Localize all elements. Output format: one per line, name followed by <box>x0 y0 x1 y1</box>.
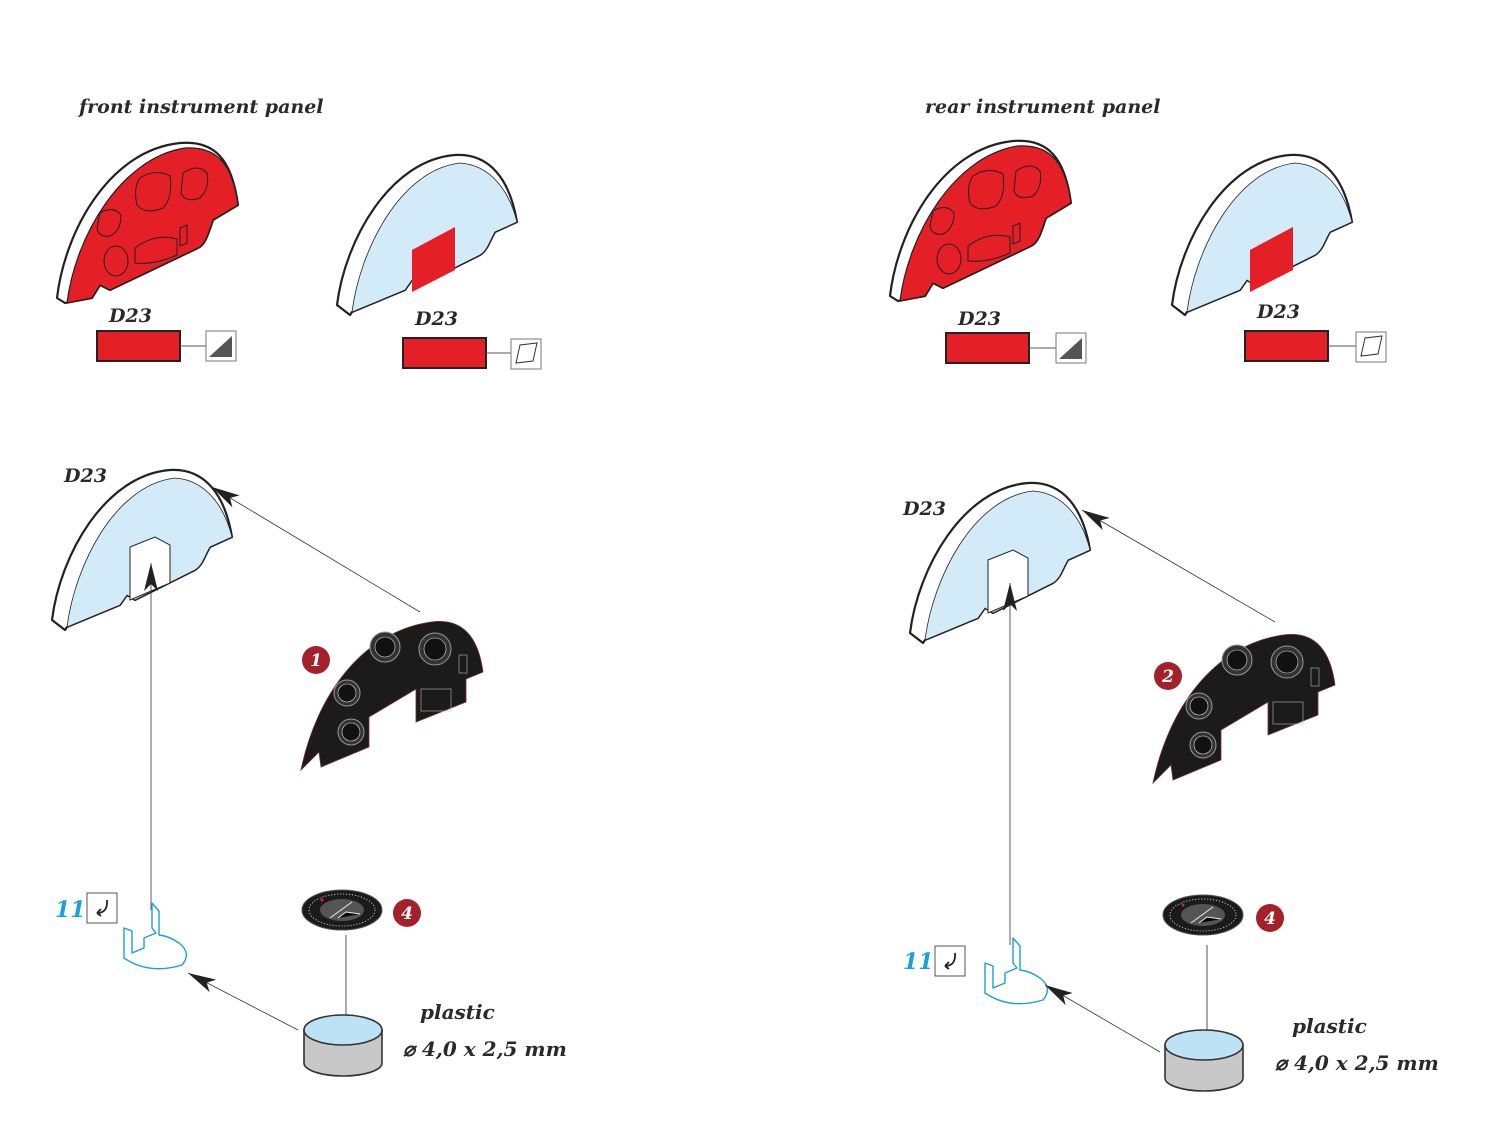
bend-part-icon <box>86 892 118 924</box>
decal-number-badge <box>302 646 330 674</box>
paint-swatch <box>1244 330 1329 362</box>
instrument-decal <box>1152 633 1336 784</box>
assembly-arrow <box>211 486 421 613</box>
gauge-decal-number-badge <box>393 899 421 927</box>
part-number: 11 <box>903 949 934 975</box>
paint-swatch <box>96 330 181 362</box>
decal-number: 2 <box>1161 667 1174 687</box>
material-label: plastic <box>1292 1014 1367 1038</box>
rear-panel-red-area <box>1250 227 1293 292</box>
part-label: D23 <box>108 305 152 327</box>
front-panel-clear-view <box>335 153 519 317</box>
paint-swatch <box>945 332 1030 364</box>
assembly-arrow <box>1044 984 1161 1053</box>
rear-panel-title: rear instrument panel <box>925 96 1160 118</box>
dimensions-label: ⌀ 4,0 x 2,5 mm <box>403 1037 567 1061</box>
assembly-arrow <box>187 972 299 1031</box>
rear-panel-assembly-part <box>908 481 1092 645</box>
front-panel-assembly-part <box>50 468 234 632</box>
gauge-decal-number: 4 <box>401 904 413 924</box>
part-label: D23 <box>414 308 458 330</box>
plastic-rod-lens <box>303 1014 383 1077</box>
part-label: D23 <box>902 498 946 520</box>
rear-section: rear instrument panel D23 D23 D23 2 11 <box>888 96 1439 1092</box>
dimensions-label: ⌀ 4,0 x 2,5 mm <box>1275 1051 1439 1075</box>
unpainted-surface-icon <box>1355 331 1387 363</box>
part-number: 11 <box>55 897 86 923</box>
gauge-decal-number-badge <box>1256 904 1284 932</box>
bend-part-icon <box>934 945 966 977</box>
painted-hatched-surface-icon <box>1055 332 1087 364</box>
part-label: D23 <box>1256 301 1300 323</box>
decal-number: 1 <box>310 651 322 671</box>
part-label: D23 <box>63 465 107 487</box>
painted-hatched-surface-icon <box>205 330 237 362</box>
front-section: front instrument panel D23 D23 D23 1 11 <box>50 96 567 1077</box>
part-label: D23 <box>957 308 1001 330</box>
decal-number-badge <box>1154 662 1182 690</box>
material-label: plastic <box>420 1000 495 1024</box>
rear-panel-clear-view <box>1170 153 1354 317</box>
plastic-rod-lens <box>1164 1029 1244 1092</box>
front-panel-title: front instrument panel <box>77 96 324 118</box>
gauge-decal <box>301 889 383 931</box>
rear-panel-painted-view <box>888 139 1073 303</box>
front-panel-red-area <box>412 227 455 292</box>
assembly-arrow <box>1081 509 1276 623</box>
instrument-decal <box>300 620 484 771</box>
front-panel-painted-view <box>55 141 240 305</box>
unpainted-surface-icon <box>510 338 542 370</box>
gauge-decal <box>1162 894 1244 936</box>
clear-part-bracket <box>123 902 188 970</box>
gauge-decal-number: 4 <box>1264 909 1276 929</box>
clear-part-bracket <box>984 937 1049 1005</box>
paint-swatch <box>402 337 487 369</box>
